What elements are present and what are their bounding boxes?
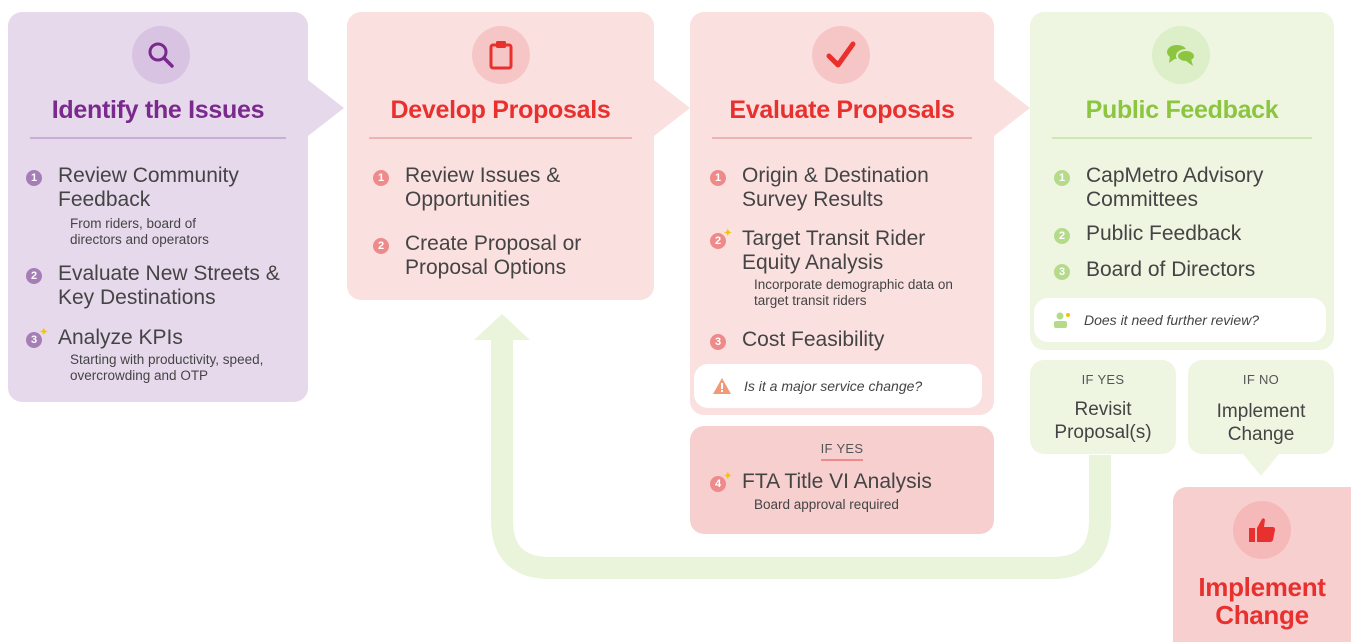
implement-change-card: Implement Change (1173, 487, 1351, 642)
arrow-down-icon (1243, 454, 1279, 476)
revisit-proposals-card: IF YES Revisit Proposal(s) (1030, 360, 1176, 454)
step-number: 2 (26, 268, 42, 284)
star-icon: ✦ (39, 327, 48, 338)
step-text: Evaluate New Streets & Key Destinations (58, 262, 280, 309)
clipboard-icon (472, 26, 530, 84)
arrow-right-icon (994, 80, 1030, 136)
person-icon (1052, 311, 1072, 329)
identify-step-2: 2 Evaluate New Streets & Key Destination… (26, 262, 296, 310)
identify-divider (30, 137, 286, 139)
evaluate-step-2: 2✦ Target Transit Rider Equity Analysis … (710, 227, 990, 309)
title-vi-step: 4✦ FTA Title VI Analysis Board approval … (710, 470, 990, 513)
develop-step-2: 2 Create Proposal or Proposal Options (373, 232, 643, 280)
step-number: 1 (710, 170, 726, 186)
if-yes-label: IF YES (1081, 372, 1125, 387)
if-yes-label: IF YES (820, 441, 864, 456)
step-text: Analyze KPIs (58, 326, 183, 349)
step-number: 4✦ (710, 471, 732, 492)
identify-step-3: 3✦ Analyze KPIs Starting with productivi… (26, 326, 296, 384)
step-number: 1 (1054, 170, 1070, 186)
step-text: Review Issues & Opportunities (405, 164, 561, 211)
implement-title: Implement Change (1198, 572, 1326, 630)
title-vi-card: IF YES 4✦ FTA Title VI Analysis Board ap… (690, 426, 994, 534)
step-text: Board of Directors (1086, 258, 1256, 281)
develop-divider (369, 137, 632, 139)
step-subtext: From riders, board of directors and oper… (70, 216, 209, 247)
evaluate-step-1: 1 Origin & Destination Survey Results (710, 164, 990, 212)
feedback-title: Public Feedback (1085, 96, 1279, 124)
public-feedback-card: Public Feedback 1 CapMetro Advisory Comm… (1030, 12, 1334, 350)
search-icon (132, 26, 190, 84)
step-text: Create Proposal or Proposal Options (405, 232, 582, 279)
revisit-text: Revisit Proposal(s) (1054, 399, 1152, 443)
identify-title: Identify the Issues (51, 96, 265, 124)
step-text: FTA Title VI Analysis (742, 470, 932, 493)
major-change-question: Is it a major service change? (694, 364, 982, 408)
step-text: Public Feedback (1086, 222, 1242, 245)
step-text: Origin & Destination Survey Results (742, 164, 929, 211)
step-subtext: Board approval required (754, 497, 899, 512)
step-number: 1 (26, 170, 42, 186)
step-number: 2✦ (710, 228, 732, 249)
identify-issues-card: Identify the Issues 1 Review Community F… (8, 12, 308, 402)
arrow-right-icon (308, 80, 344, 136)
step-number: 3 (710, 334, 726, 350)
question-text: Is it a major service change? (744, 378, 923, 394)
evaluate-title: Evaluate Proposals (729, 96, 955, 124)
chat-bubbles-icon (1152, 26, 1210, 84)
checkmark-icon (812, 26, 870, 84)
question-text: Does it need further review? (1084, 312, 1260, 328)
warning-icon (712, 377, 732, 395)
star-icon: ✦ (723, 228, 732, 239)
step-text: Review Community Feedback (58, 164, 239, 211)
feedback-divider (1052, 137, 1312, 139)
if-yes-underline (821, 459, 863, 461)
if-no-label: IF NO (1242, 372, 1280, 387)
develop-title: Develop Proposals (390, 96, 611, 124)
step-subtext: Incorporate demographic data on target t… (754, 277, 953, 308)
step-text: CapMetro Advisory Committees (1086, 164, 1264, 211)
step-text: Target Transit Rider Equity Analysis (742, 227, 926, 274)
step-number: 2 (1054, 228, 1070, 244)
evaluate-proposals-card: Evaluate Proposals 1 Origin & Destinatio… (690, 12, 994, 415)
thumbs-up-icon (1233, 501, 1291, 559)
feedback-step-2: 2 Public Feedback (1054, 222, 1334, 246)
step-number: 2 (373, 238, 389, 254)
feedback-step-3: 3 Board of Directors (1054, 258, 1334, 282)
step-number: 1 (373, 170, 389, 186)
develop-step-1: 1 Review Issues & Opportunities (373, 164, 643, 212)
star-icon: ✦ (723, 471, 732, 482)
evaluate-step-3: 3 Cost Feasibility (710, 328, 990, 352)
identify-step-1: 1 Review Community Feedback From riders,… (26, 164, 296, 248)
arrow-right-icon (654, 80, 690, 136)
implement-option-text: Implement Change (1216, 401, 1306, 445)
step-number: 3✦ (26, 327, 48, 348)
implement-change-option-card: IF NO Implement Change (1188, 360, 1334, 454)
evaluate-divider (712, 137, 972, 139)
step-subtext: Starting with productivity, speed, overc… (70, 352, 264, 383)
further-review-question: Does it need further review? (1034, 298, 1326, 342)
feedback-step-1: 1 CapMetro Advisory Committees (1054, 164, 1334, 212)
step-text: Cost Feasibility (742, 328, 885, 351)
step-number: 3 (1054, 264, 1070, 280)
develop-proposals-card: Develop Proposals 1 Review Issues & Oppo… (347, 12, 654, 300)
